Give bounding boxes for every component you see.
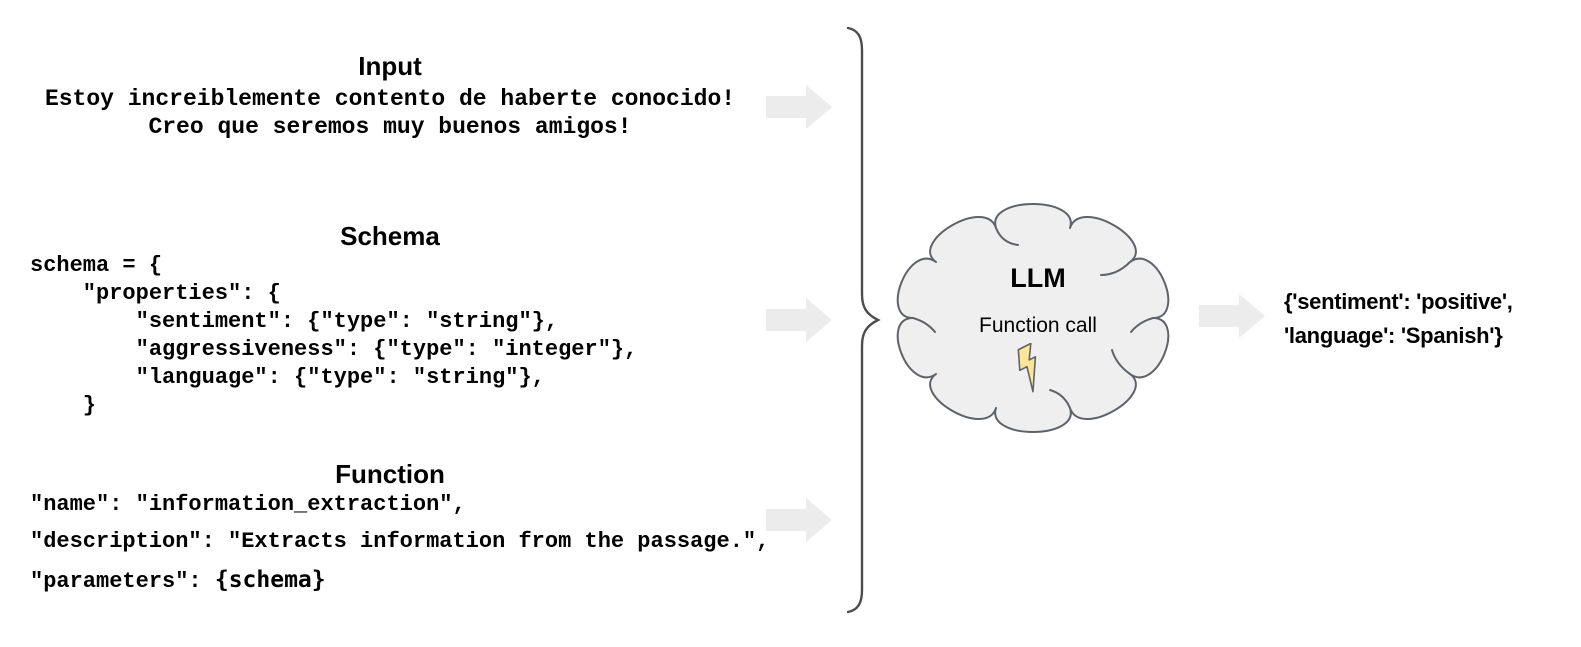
output-result-line: 'language': 'Spanish'} [1284, 323, 1503, 348]
output-result-line: {'sentiment': 'positive', [1284, 289, 1513, 314]
function-arrow-icon [766, 498, 832, 542]
function-code-line: "description": "Extracts information fro… [30, 529, 770, 554]
input-arrow-icon [766, 85, 832, 129]
function-call-label: Function call [979, 314, 1097, 337]
lightning-bolt-icon [1017, 343, 1037, 393]
function-parameters-prefix: "parameters": [30, 569, 215, 594]
schema-code-line: "aggressiveness": {"type": "integer"}, [30, 337, 638, 362]
input-text-line: Estoy increiblemente contento de haberte… [44, 86, 736, 112]
schema-section-title: Schema [340, 221, 440, 251]
function-section-title: Function [335, 459, 445, 489]
function-parameters-schema-ref: {schema} [214, 567, 326, 593]
schema-code-line: "properties": { [30, 281, 281, 306]
llm-cloud-shape [896, 203, 1170, 433]
schema-code-line: schema = { [30, 253, 163, 278]
input-section-title: Input [358, 51, 422, 81]
function-code-line: "name": "information_extraction", [30, 492, 466, 517]
output-arrow-icon [1199, 294, 1265, 338]
schema-arrow-icon [766, 298, 832, 342]
llm-label: LLM [1010, 263, 1066, 293]
schema-code-line: "sentiment": {"type": "string"}, [30, 309, 559, 334]
schema-code-line: } [30, 393, 97, 418]
schema-code-line: "language": {"type": "string"}, [30, 365, 545, 390]
input-text-line: Creo que seremos muy buenos amigos! [148, 114, 632, 140]
grouping-brace [846, 26, 881, 614]
function-code-line: "parameters": {schema} [30, 567, 326, 595]
